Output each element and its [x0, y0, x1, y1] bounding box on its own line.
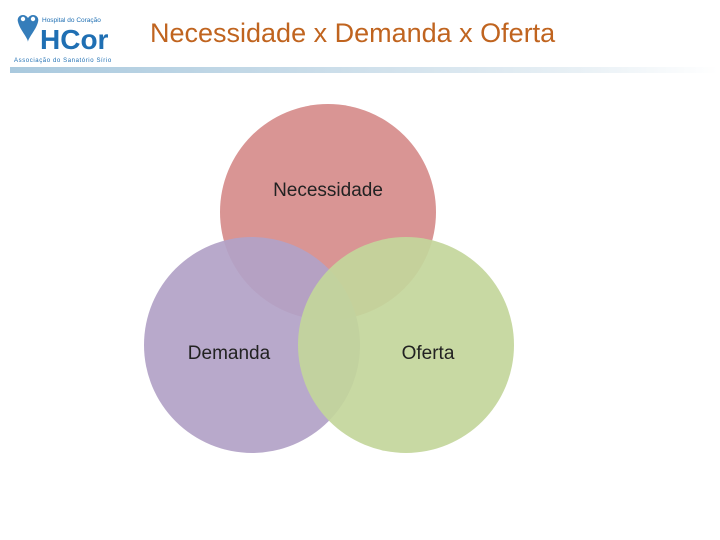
venn-label-necessidade: Necessidade: [273, 180, 383, 201]
heart-figure-icon: [17, 15, 39, 42]
hcor-logo-mark: Hospital do Coração HCor Associação do S…: [14, 15, 112, 64]
venn-circle-oferta: [298, 237, 514, 453]
logo-line2: Associação do Sanatório Sírio: [14, 58, 112, 64]
slide-title: Necessidade x Demanda x Oferta: [150, 18, 556, 48]
venn-circle-demanda: [144, 237, 360, 453]
venn-label-oferta: Oferta: [402, 343, 455, 364]
hcor-logo: Hospital do Coração HCor Associação do S…: [10, 8, 122, 68]
logo-brand: HCor: [40, 24, 109, 55]
header-divider: [10, 67, 718, 73]
logo-line1: Hospital do Coração: [42, 17, 101, 24]
venn-label-demanda: Demanda: [188, 343, 271, 364]
